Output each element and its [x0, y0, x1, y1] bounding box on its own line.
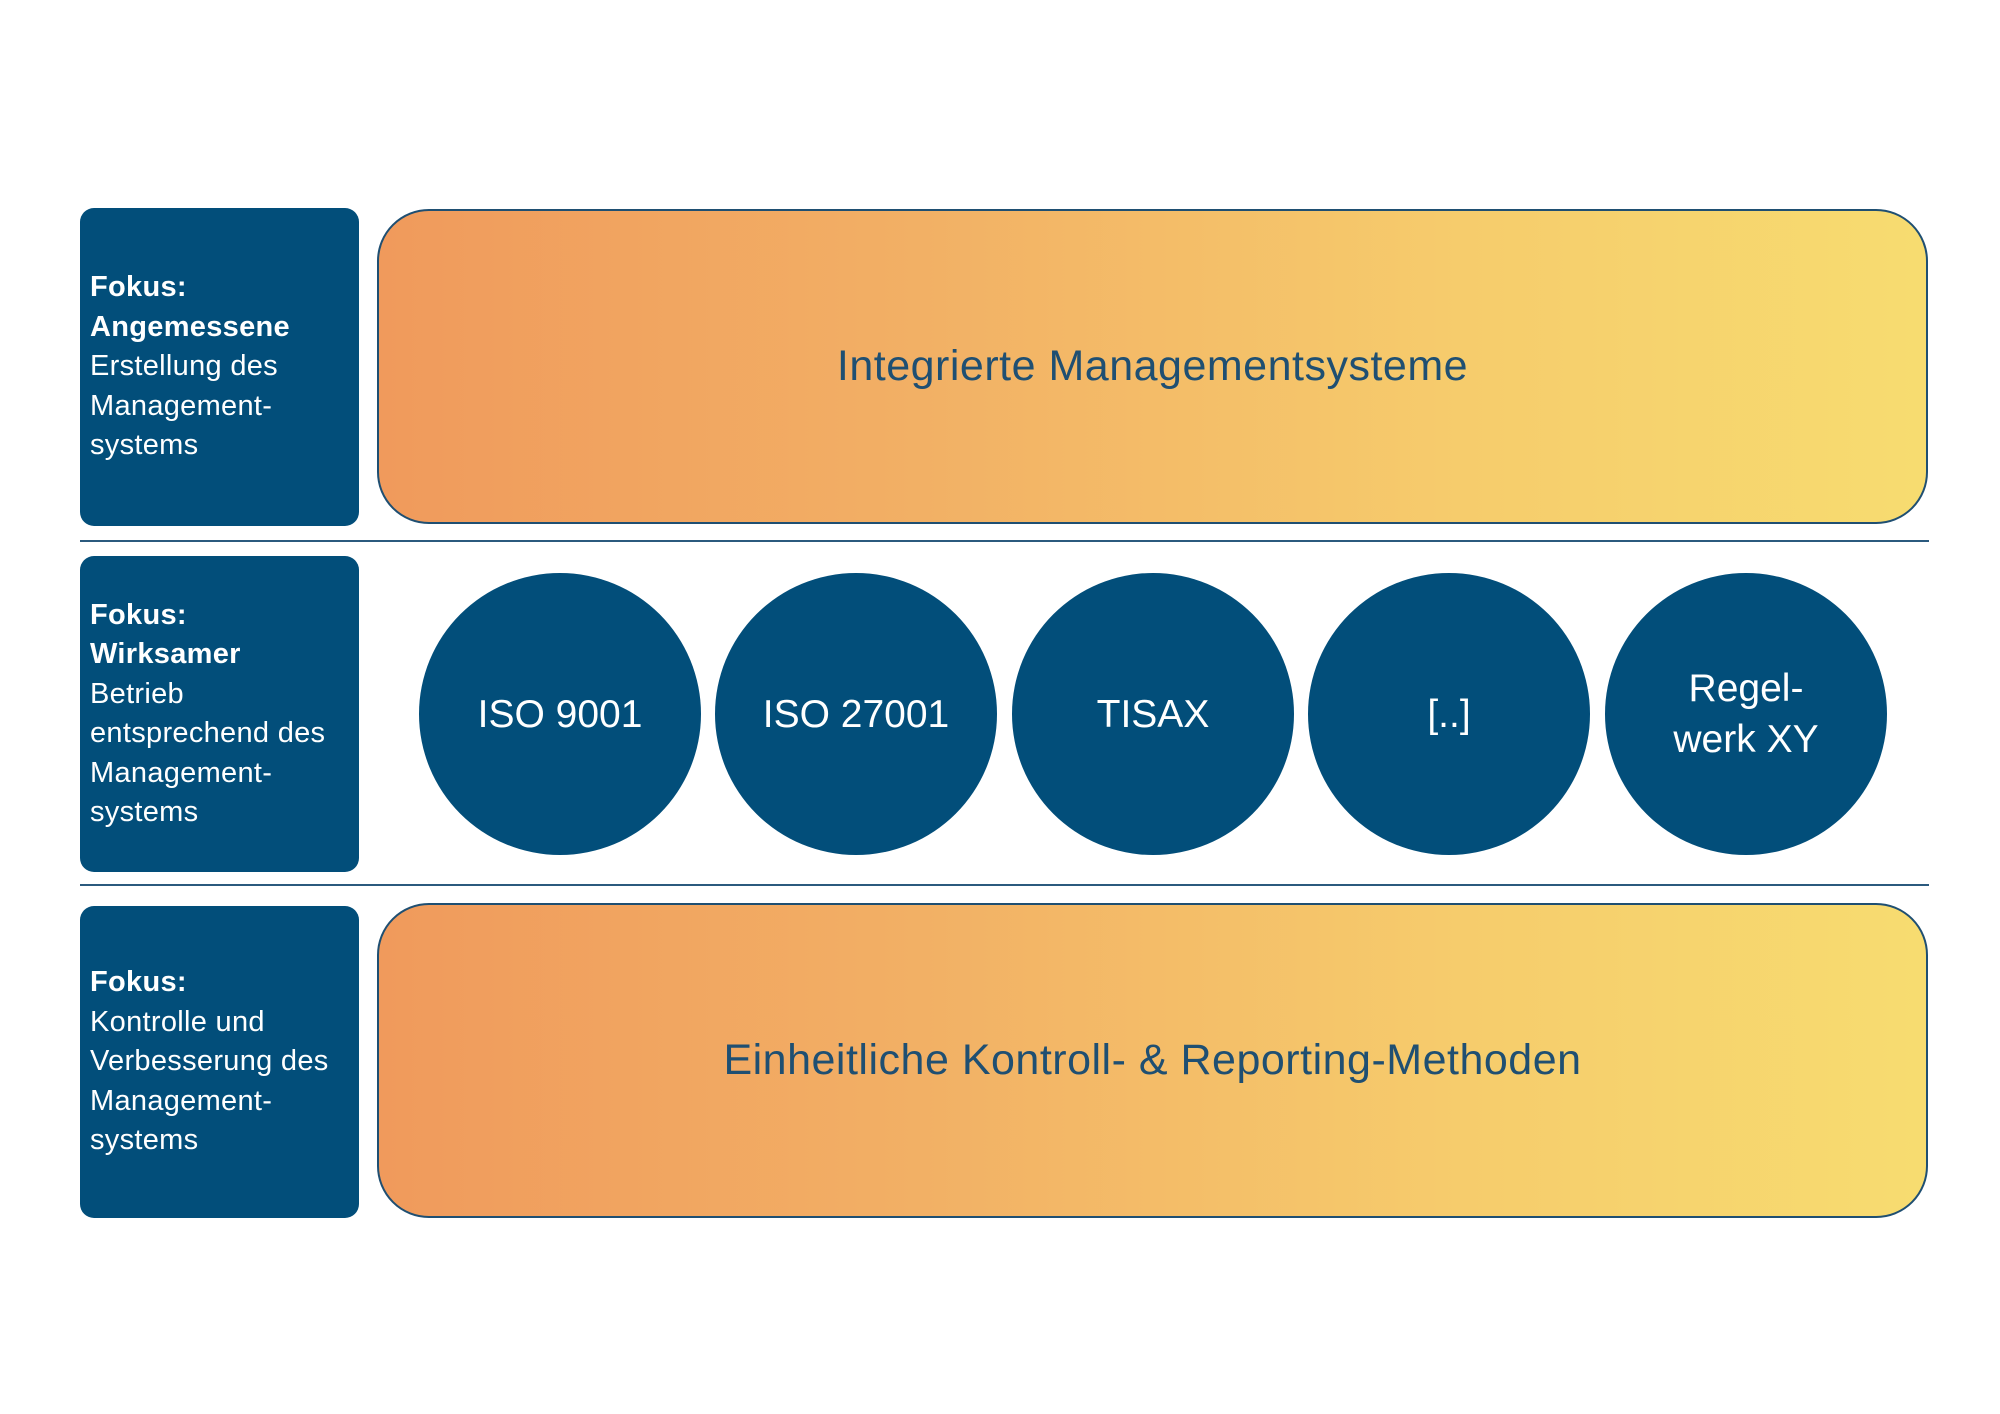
- focus-box-control: Fokus: Kontrolle und Verbesserung des Ma…: [80, 906, 359, 1218]
- focus-text-line: Management-: [90, 756, 273, 789]
- banner-control-reporting-methods: Einheitliche Kontroll- & Reporting-Metho…: [377, 903, 1928, 1218]
- focus-heading: Fokus:: [90, 966, 187, 999]
- divider: [80, 540, 1929, 542]
- focus-text-line: Erstellung des: [90, 350, 278, 383]
- divider: [80, 884, 1929, 886]
- focus-keyword: Angemessene: [90, 310, 290, 343]
- banner-integrated-management-systems: Integrierte Managementsysteme: [377, 209, 1928, 524]
- focus-text-line: Verbesserung des: [90, 1045, 329, 1078]
- banner-label: Einheitliche Kontroll- & Reporting-Metho…: [723, 1036, 1582, 1084]
- focus-text-line: systems: [90, 429, 199, 462]
- banner-label: Integrierte Managementsysteme: [836, 342, 1469, 390]
- focus-box-operation: Fokus: Wirksamer Betrieb entsprechend de…: [80, 556, 359, 872]
- focus-box-creation: Fokus: Angemessene Erstellung des Manage…: [80, 208, 359, 526]
- standard-circle-tisax: TISAX: [1012, 573, 1294, 855]
- focus-text-line: Management-: [90, 389, 273, 422]
- standard-circle-placeholder: [..]: [1308, 573, 1590, 855]
- standard-circle-regelwerk-xy: Regel- werk XY: [1605, 573, 1887, 855]
- standard-label: Regel- werk XY: [1673, 663, 1818, 765]
- standard-label: TISAX: [1096, 692, 1210, 736]
- focus-text-line: systems: [90, 796, 199, 828]
- focus-text-line: Management-: [90, 1084, 273, 1117]
- focus-heading: Fokus:: [90, 598, 187, 631]
- standard-label: ISO 9001: [477, 692, 643, 736]
- standard-label-line: Regel-: [1688, 667, 1804, 710]
- standard-circle-iso-9001: ISO 9001: [419, 573, 701, 855]
- standard-label: [..]: [1427, 692, 1471, 736]
- standards-row: ISO 9001 ISO 27001 TISAX [..] Regel- wer…: [419, 573, 1889, 855]
- standard-label: ISO 27001: [762, 692, 950, 736]
- focus-text-line: entsprechend des: [90, 717, 326, 749]
- standard-label-line: werk XY: [1673, 718, 1819, 761]
- focus-text-line: systems: [90, 1124, 199, 1157]
- focus-keyword: Wirksamer: [90, 638, 241, 670]
- focus-heading: Fokus:: [90, 271, 187, 304]
- focus-text-line: Betrieb: [90, 677, 184, 710]
- focus-text-line: Kontrolle und: [90, 1005, 265, 1038]
- standard-circle-iso-27001: ISO 27001: [715, 573, 997, 855]
